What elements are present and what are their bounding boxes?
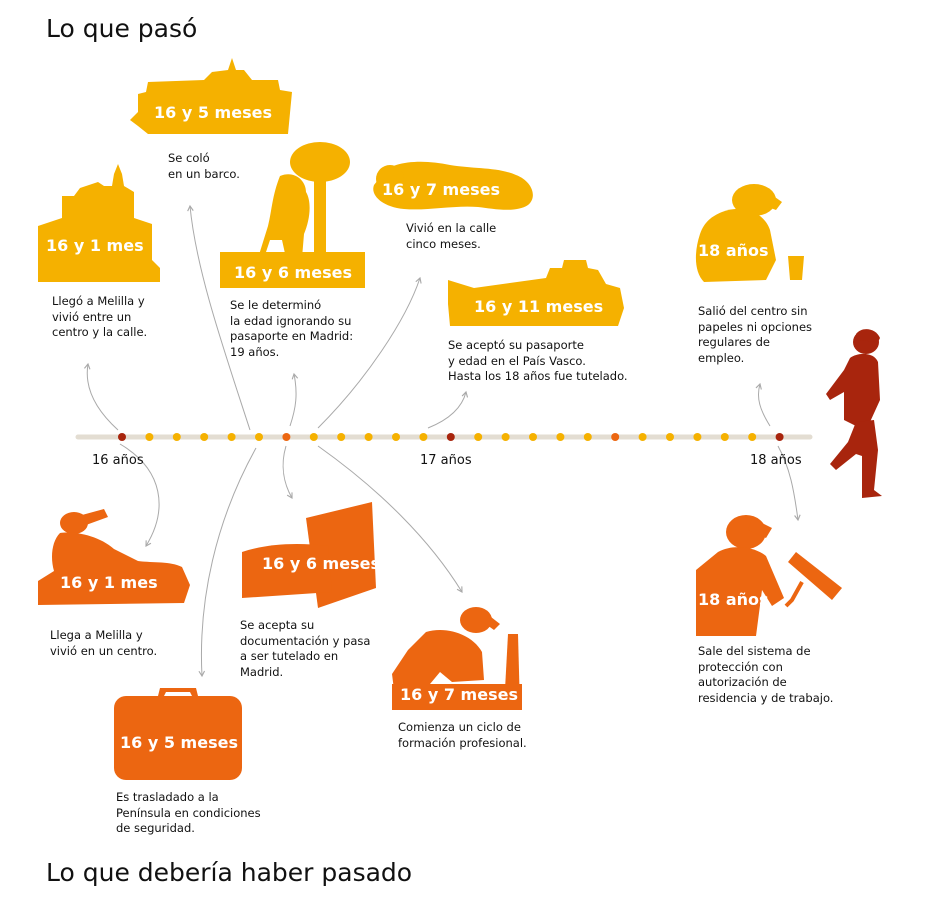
city-building-icon <box>38 164 160 282</box>
timeline-dot <box>145 433 154 441</box>
timeline-dot <box>337 433 346 441</box>
walking-person-icon <box>826 329 882 498</box>
connector-arrow <box>755 382 771 427</box>
connector-arrow <box>198 447 257 678</box>
documents-icon <box>242 502 376 608</box>
timeline-dot <box>227 433 236 441</box>
timeline-dot <box>556 433 565 441</box>
period-label: 18 años <box>698 590 769 609</box>
period-label: 16 y 5 meses <box>120 733 238 752</box>
timeline-dot <box>392 433 400 441</box>
timeline-dot <box>638 433 647 441</box>
timeline-dot <box>529 433 537 441</box>
timeline-dot <box>583 433 592 441</box>
age-label-16: 16 años <box>92 453 144 468</box>
timeline-dot <box>474 433 483 441</box>
timeline-dots <box>118 433 784 441</box>
heading-what-happened: Lo que pasó <box>46 14 198 43</box>
suitcase-icon <box>114 688 242 780</box>
timeline-dot <box>720 433 729 441</box>
period-label: 16 y 1 mes <box>46 236 144 255</box>
timeline-arrows <box>84 204 801 678</box>
timeline-dot <box>172 433 181 441</box>
period-label: 16 y 7 meses <box>400 685 518 704</box>
heading-what-should-have-happened: Lo que debería haber pasado <box>46 858 413 887</box>
bear-and-tree-statue-icon <box>220 142 365 288</box>
period-label: 18 años <box>698 241 769 260</box>
ship-icon <box>130 58 292 134</box>
sleeping-person-icon <box>373 161 533 210</box>
period-label: 16 y 6 meses <box>262 554 380 573</box>
period-label: 16 y 5 meses <box>154 103 272 122</box>
period-label: 16 y 11 meses <box>474 297 604 316</box>
period-label: 16 y 7 meses <box>382 180 500 199</box>
connector-arrow <box>777 445 801 522</box>
timeline-dot <box>611 433 620 441</box>
timeline-dot <box>501 433 510 441</box>
timeline-dot <box>118 433 126 441</box>
student-at-laptop-icon <box>392 607 522 710</box>
connector-arrow <box>317 276 422 429</box>
painter-with-roller-icon <box>696 515 842 636</box>
reclining-person-icon <box>38 509 190 605</box>
ferry-icon <box>448 260 624 326</box>
age-label-18: 18 años <box>750 453 802 468</box>
sitting-person-with-cup-icon <box>695 184 804 282</box>
timeline-dot <box>693 433 702 441</box>
connector-arrow <box>317 445 463 593</box>
timeline-dot <box>666 433 674 441</box>
connector-arrow <box>119 443 160 547</box>
period-label: 16 y 6 meses <box>234 263 352 282</box>
connector-arrow <box>427 390 469 429</box>
connector-arrow <box>84 362 119 431</box>
timeline-dot <box>364 433 373 441</box>
age-label-17: 17 años <box>420 453 472 468</box>
timeline-dot <box>282 433 291 441</box>
timeline-dot <box>200 433 209 441</box>
connector-arrow <box>282 445 293 499</box>
timeline-dot <box>748 433 757 441</box>
timeline-dot <box>775 433 784 441</box>
timeline-dot <box>255 433 263 441</box>
timeline-dot <box>309 433 318 441</box>
connector-arrow <box>289 372 299 427</box>
connector-arrow <box>187 204 251 431</box>
timeline-dot <box>446 433 455 441</box>
timeline-dot <box>419 433 428 441</box>
period-label: 16 y 1 mes <box>60 573 158 592</box>
